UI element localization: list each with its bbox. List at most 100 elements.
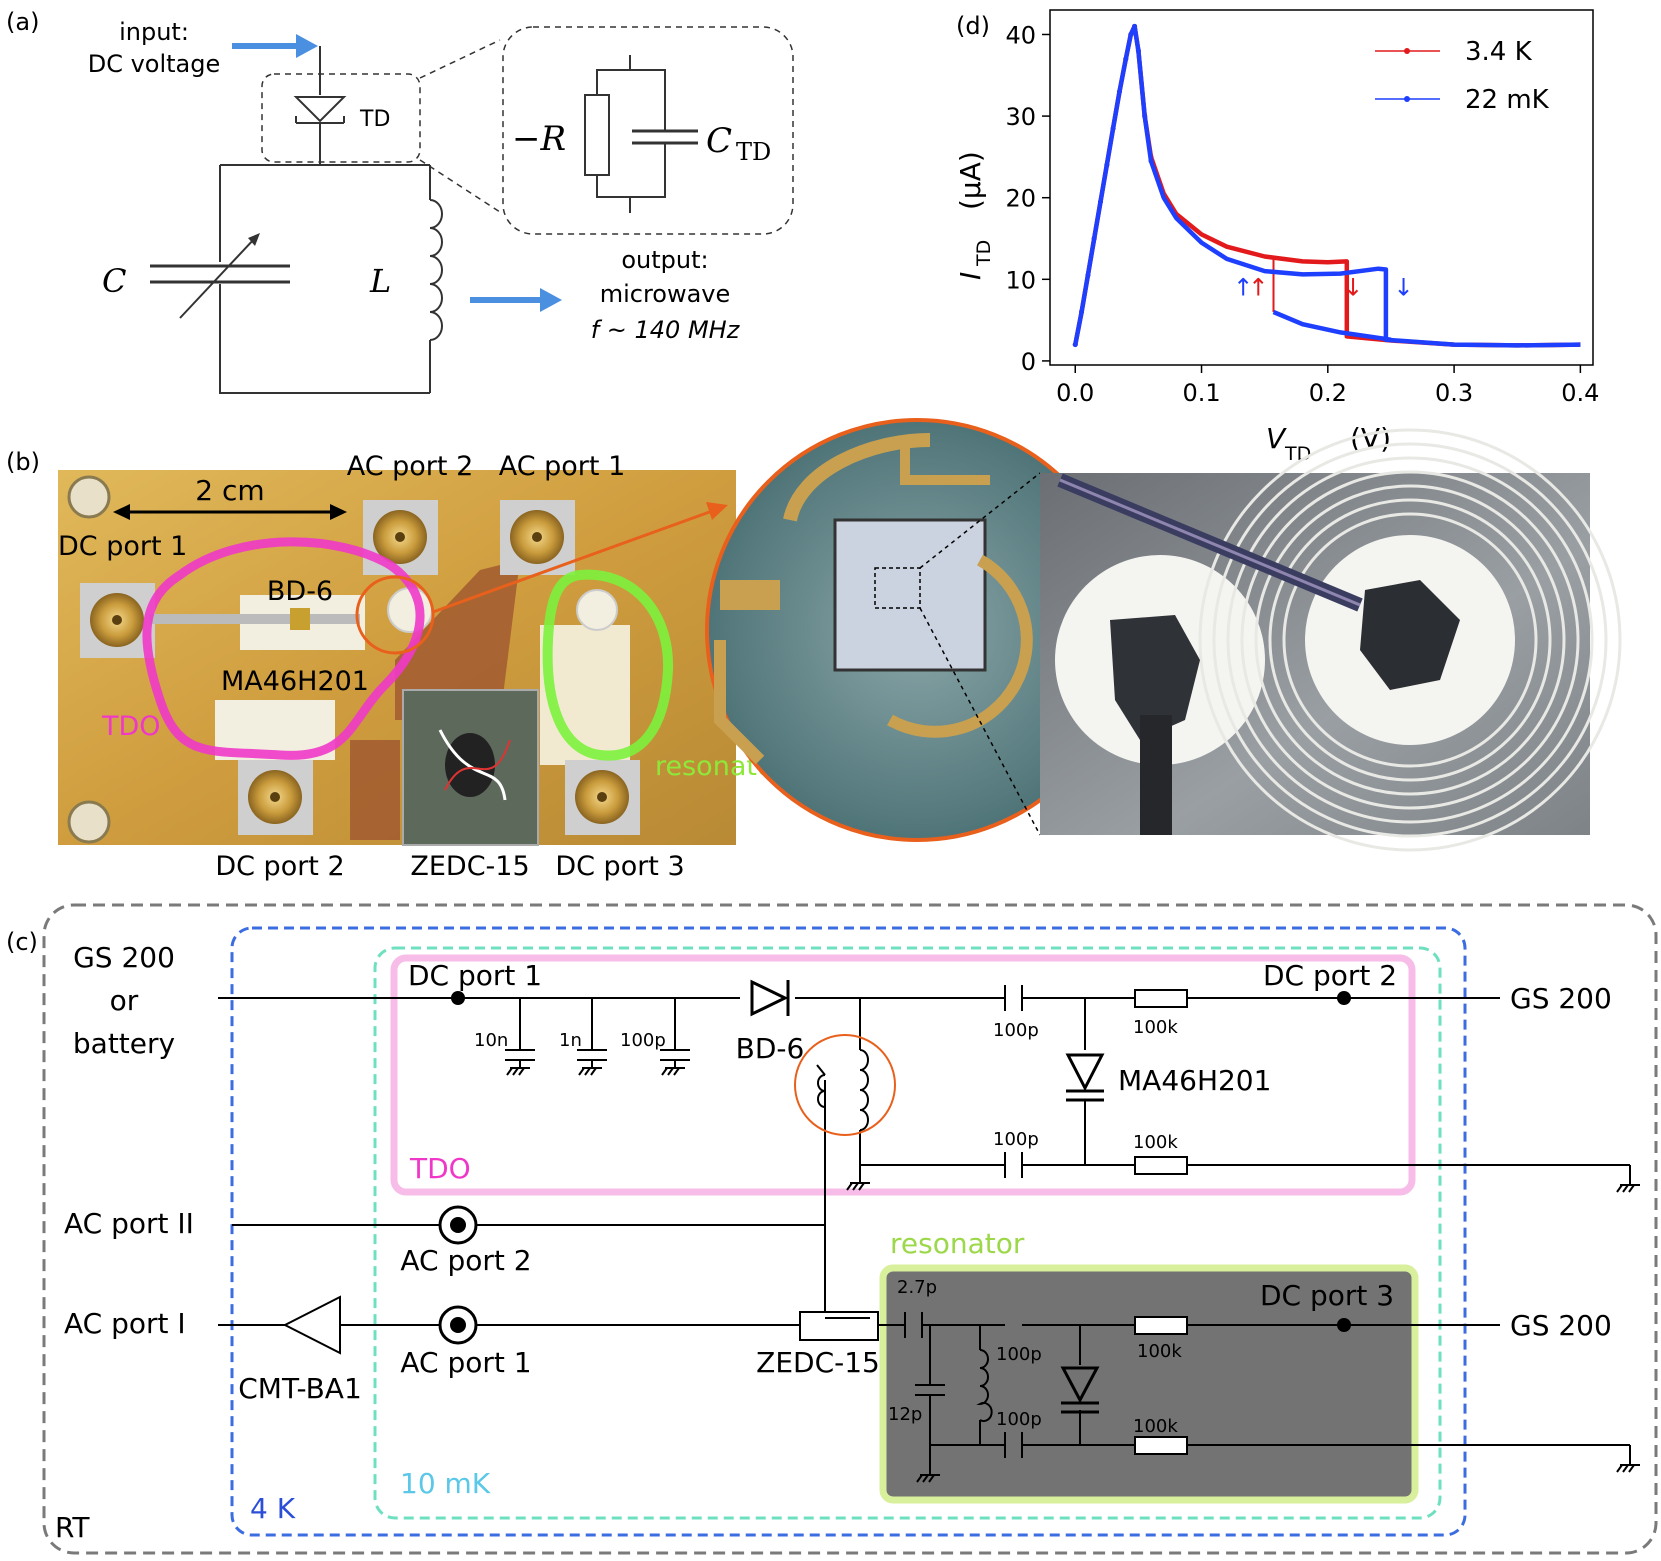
label-res-100k-c: 100k	[1137, 1341, 1182, 1362]
data-point-22mk	[1072, 342, 1078, 348]
ctd-label: C	[706, 121, 732, 161]
data-point-22mk	[1135, 48, 1141, 54]
label-gs200-left: GS 200	[73, 941, 175, 974]
label-ma46h201: MA46H201	[1118, 1064, 1271, 1097]
y-axis-label: I	[954, 272, 987, 280]
label-ma46h201: MA46H201	[221, 666, 369, 697]
sma-connector-dc-port2	[238, 760, 313, 835]
ground-icons	[506, 1067, 1640, 1483]
hysteresis-arrow-icon: ↑	[1248, 274, 1268, 302]
label-cmt-ba1: CMT-BA1	[238, 1372, 362, 1405]
td-equivalent-box	[502, 26, 794, 235]
label-dc-port2: DC port 2	[215, 851, 344, 882]
x-tick-label: 0.2	[1309, 379, 1347, 407]
data-point-22mk	[1110, 125, 1116, 131]
ac-port1-connector-icon	[438, 1305, 478, 1345]
output-label-2: microwave	[600, 280, 731, 308]
zoom-detail-box	[874, 567, 921, 609]
y-tick-label: 40	[1005, 21, 1036, 49]
sma-connector-dc-port3	[565, 760, 640, 835]
zoom-marker-circle	[355, 575, 435, 655]
label-4k: 4 K	[250, 1492, 296, 1525]
td-label: TD	[359, 107, 390, 132]
output-label-1: output:	[621, 246, 708, 274]
transformer-icon	[794, 1034, 896, 1136]
input-arrow-icon	[232, 34, 318, 58]
scale-bar	[113, 504, 347, 520]
chart-series	[1072, 23, 1581, 348]
x-tick-label: 0.1	[1182, 379, 1220, 407]
label-ac-port1: AC port 1	[400, 1346, 531, 1379]
label-ac-port2: AC port 2	[347, 451, 474, 482]
inductor-icon	[429, 165, 443, 393]
label-cap-12p: 12p	[888, 1404, 922, 1425]
panel-d-label: (d)	[956, 12, 990, 40]
label-cap-2-7p: 2.7p	[897, 1277, 937, 1298]
panel-c: (c)	[6, 903, 1658, 1555]
data-point-22mk	[1079, 309, 1085, 315]
label-res-100k-a: 100k	[1133, 1017, 1178, 1038]
label-cap-100p: 100p	[620, 1030, 666, 1051]
label-cap-10n: 10n	[474, 1030, 508, 1051]
data-point-22mk	[1148, 158, 1154, 164]
variable-capacitor-icon	[150, 233, 290, 319]
label-gs200-right1: GS 200	[1510, 982, 1612, 1015]
amplifier-icon	[282, 1295, 341, 1355]
negative-resistor-icon	[584, 94, 610, 176]
label-tdo: TDO	[409, 1152, 471, 1185]
td-zoom-box	[261, 73, 421, 163]
resonator-inductor-icon	[976, 1349, 993, 1422]
label-tdo: TDO	[101, 711, 161, 742]
label-gs200-right2: GS 200	[1510, 1309, 1612, 1342]
sma-connector-dc-port1	[80, 583, 155, 658]
tdo-box	[390, 954, 1416, 1196]
mounting-hole	[67, 475, 111, 519]
sma-connector-ac-port2	[363, 500, 438, 575]
label-resonator: resonator	[890, 1227, 1025, 1260]
x-tick-label: 0.0	[1056, 379, 1094, 407]
varactor-diode-icon	[1060, 1366, 1100, 1414]
label-rt: RT	[55, 1511, 90, 1544]
label-res-100k-b: 100k	[1133, 1132, 1178, 1153]
y-tick-label: 20	[1005, 185, 1036, 213]
legend-label-22mk: 22 mK	[1465, 85, 1550, 115]
label-res-100k-d: 100k	[1133, 1416, 1178, 1437]
label-cap-1n: 1n	[559, 1030, 582, 1051]
chart-annotations: ↑↑↓↓	[1233, 274, 1413, 302]
legend-marker-3-4k	[1404, 48, 1410, 54]
output-arrow-icon	[470, 288, 562, 312]
label-ac-port1: AC port 1	[499, 451, 626, 482]
y-axis-unit: (μA)	[954, 151, 987, 210]
y-tick-label: 10	[1005, 266, 1036, 294]
4k-stage-box	[230, 926, 1467, 1537]
y-tick-label: 0	[1021, 348, 1036, 376]
resistor-icons	[1134, 989, 1188, 1455]
label-10mk: 10 mK	[400, 1467, 491, 1500]
bd6-diode-icon	[750, 979, 790, 1017]
x-axis-label: V	[1266, 422, 1287, 455]
input-label-2: DC voltage	[88, 50, 221, 78]
label-cap-100p-a: 100p	[993, 1020, 1039, 1041]
x-tick-label: 0.3	[1435, 379, 1473, 407]
neg-r-label: −R	[512, 119, 566, 159]
dc-port3-node	[1337, 1318, 1351, 1332]
data-point-22mk	[1132, 23, 1138, 29]
zedc15-coupler-icon	[799, 1311, 879, 1341]
label-or: or	[110, 984, 139, 1017]
10mk-stage-box	[373, 946, 1442, 1520]
hysteresis-arrow-icon: ↓	[1394, 274, 1414, 302]
sma-connector-ac-port1	[500, 500, 575, 575]
data-point-22mk	[1104, 162, 1110, 168]
inductor-l-label: L	[369, 262, 391, 300]
label-ac-port2: AC port 2	[400, 1244, 531, 1277]
label-dc-port3: DC port 3	[1260, 1279, 1394, 1312]
label-cap-100p-c: 100p	[996, 1344, 1042, 1365]
data-point-22mk	[1098, 199, 1104, 205]
data-point-22mk	[1091, 236, 1097, 242]
output-label-3: f ~ 140 MHz	[591, 316, 741, 344]
panel-b: (b)	[6, 418, 1622, 882]
label-ac-port-ii: AC port II	[64, 1207, 194, 1240]
dc-port2-node	[1337, 991, 1351, 1005]
zoom-arrow-icon	[706, 502, 728, 520]
resonator-outline	[542, 569, 674, 761]
